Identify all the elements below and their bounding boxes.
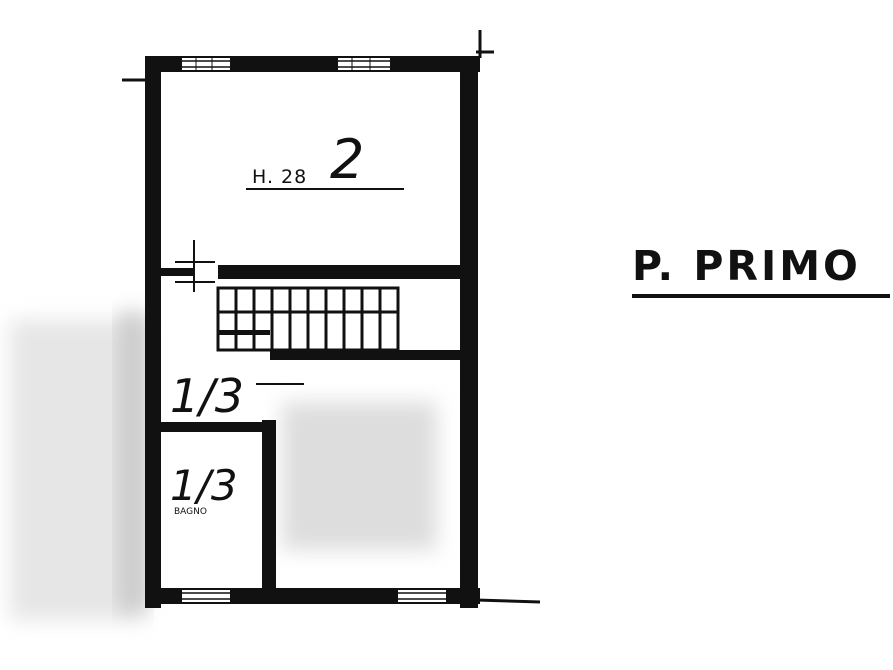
room-number-label: 2 bbox=[330, 128, 364, 191]
mark-upper: 1/3 bbox=[170, 369, 244, 423]
mark-lower: 1/3 bbox=[170, 461, 238, 510]
floor-title: P. PRIMO bbox=[632, 242, 861, 290]
bottom-windows bbox=[182, 590, 446, 602]
smudge-left-strip bbox=[118, 312, 148, 612]
door-marks bbox=[175, 240, 215, 292]
wall-ticks bbox=[122, 30, 541, 604]
smudge-center bbox=[282, 402, 437, 550]
interior-walls bbox=[161, 265, 460, 590]
floor-title-underline bbox=[632, 294, 890, 298]
top-windows bbox=[182, 58, 390, 70]
stairs bbox=[216, 286, 400, 352]
wc-label: BAGNO bbox=[174, 507, 207, 517]
room-height-label: H. 28 bbox=[252, 166, 307, 188]
